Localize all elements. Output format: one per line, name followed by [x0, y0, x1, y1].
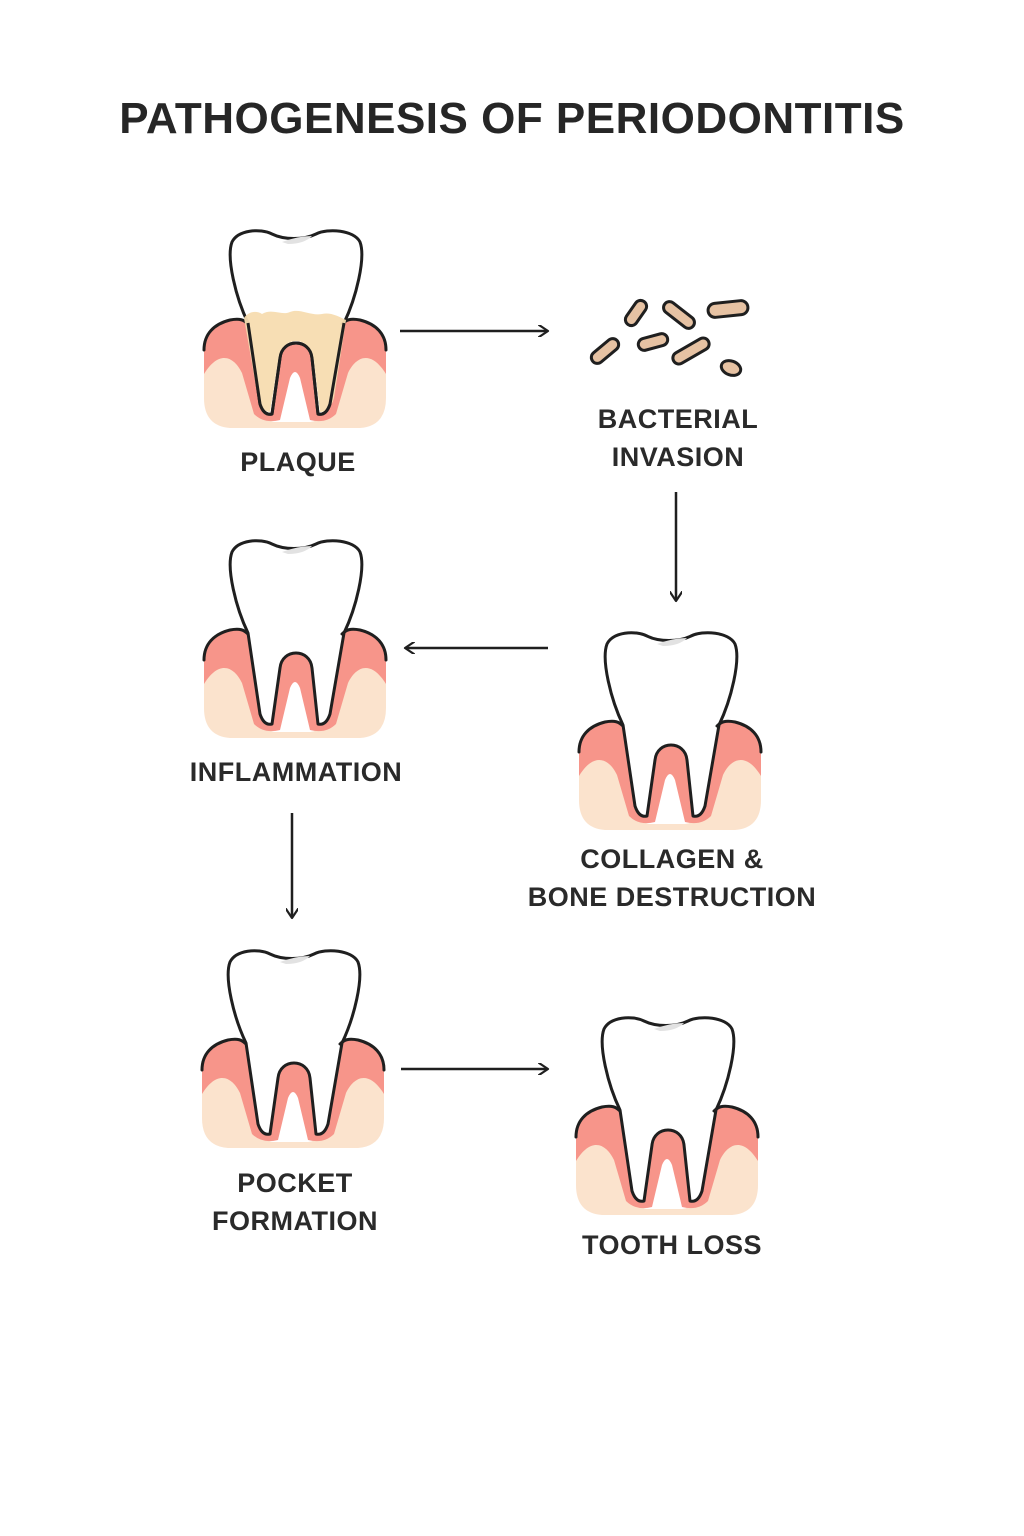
bacterium	[719, 359, 743, 377]
stage-label-bacterial-invasion: BACTERIAL INVASION	[528, 400, 828, 476]
stage-label-plaque: PLAQUE	[148, 443, 448, 481]
label-line: BACTERIAL	[597, 404, 759, 434]
stage-label-pocket-formation: POCKET FORMATION	[145, 1164, 445, 1240]
bacterium	[662, 300, 696, 330]
label-line: FORMATION	[212, 1206, 378, 1236]
label-line: POCKET	[237, 1168, 353, 1198]
label-line: INFLAMMATION	[189, 757, 403, 787]
bacterium	[671, 336, 711, 366]
label-line: COLLAGEN &	[580, 844, 764, 874]
label-line: TOOTH LOSS	[581, 1230, 762, 1260]
inflammation-tooth-illustration	[202, 539, 388, 740]
bacterium	[636, 332, 670, 352]
label-line: BONE DESTRUCTION	[527, 882, 817, 912]
plaque-deposit	[244, 310, 346, 412]
label-line: INVASION	[611, 442, 745, 472]
bacterium	[589, 337, 621, 365]
stage-label-tooth-loss: TOOTH LOSS	[522, 1226, 822, 1264]
pocket-formation-tooth-illustration	[200, 949, 386, 1150]
stage-label-collagen-bone-destruction: COLLAGEN & BONE DESTRUCTION	[472, 840, 872, 916]
bacterium	[706, 299, 750, 319]
collagen-bone-destruction-tooth-illustration	[577, 631, 763, 832]
bacteria-cluster-illustration	[589, 298, 750, 377]
bacterium	[623, 298, 649, 328]
plaque-tooth-illustration	[202, 229, 388, 430]
label-line: PLAQUE	[240, 447, 356, 477]
tooth-loss-tooth-illustration	[574, 1016, 760, 1217]
page-title: PATHOGENESIS OF PERIODONTITIS	[119, 94, 905, 143]
stage-label-inflammation: INFLAMMATION	[146, 753, 446, 791]
